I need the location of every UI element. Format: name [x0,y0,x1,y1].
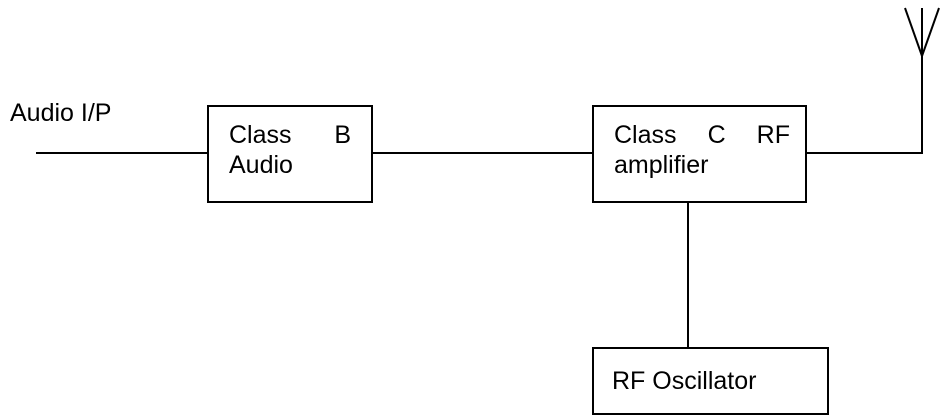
rf-oscillator-label: RF Oscillator [612,367,757,395]
class-b-word-class: Class [229,121,292,149]
rf-amp-word-c: C [707,121,726,149]
rf-oscillator-block: RF Oscillator [592,347,829,415]
class-c-rf-amplifier-block: Class C RF amplifier [592,105,807,203]
rf-amp-line2: amplifier [614,151,709,179]
class-b-line2: Audio [229,151,293,179]
audio-input-label: Audio I/P [10,99,112,127]
class-b-word-b: B [334,121,351,149]
rf-amp-word-rf: RF [756,121,790,149]
rf-amp-word-class: Class [614,121,677,149]
antenna-icon [904,7,940,57]
class-b-audio-block: Class B Audio [207,105,373,203]
rf-to-antenna-wire [807,56,923,154]
